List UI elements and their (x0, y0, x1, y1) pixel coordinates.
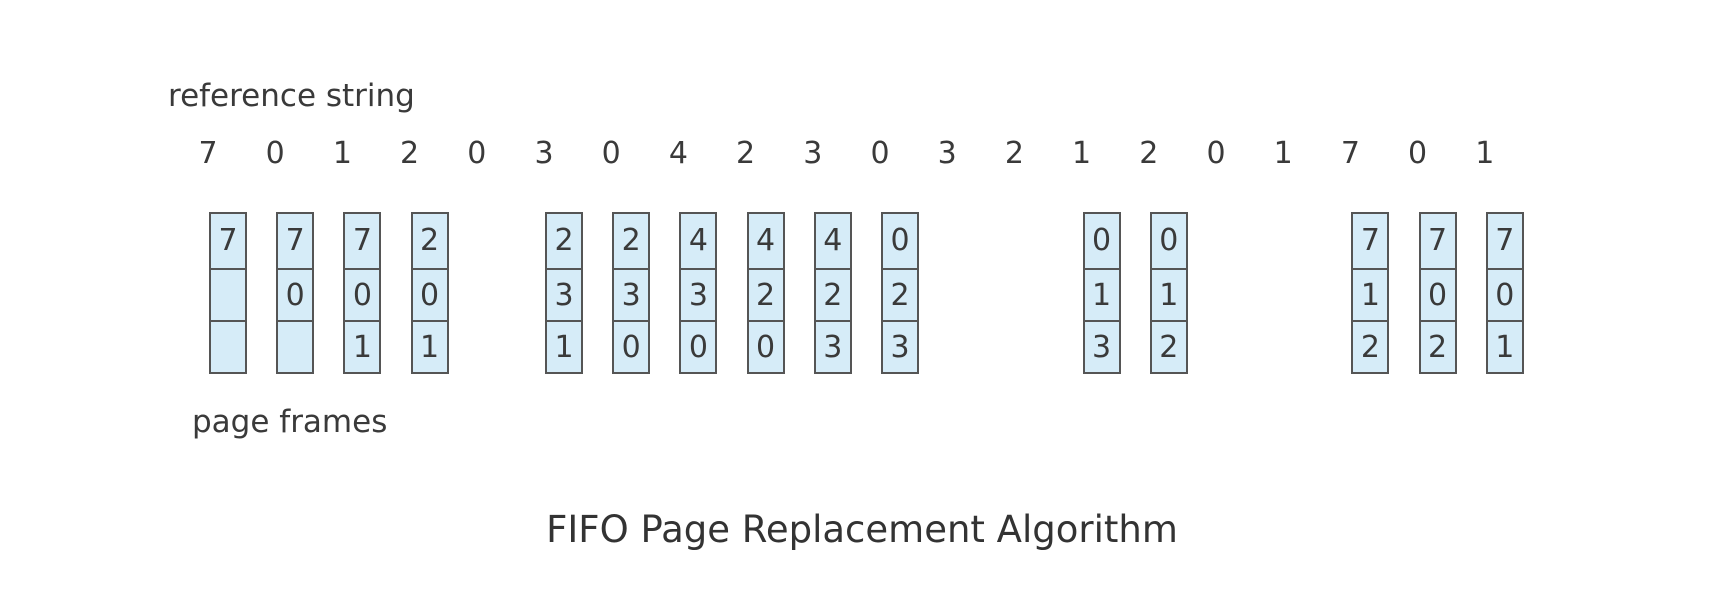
frame-cell: 4 (823, 223, 843, 258)
frame-cell: 2 (815, 268, 850, 321)
diagram-caption: FIFO Page Replacement Algorithm (546, 508, 1178, 551)
reference-digit: 0 (265, 136, 285, 171)
reference-digit: 0 (1408, 136, 1428, 171)
frame-cell: 3 (815, 320, 850, 374)
frame-cell: 0 (1092, 223, 1112, 258)
reference-string-label: reference string (168, 78, 415, 114)
frame-cell (211, 320, 245, 374)
frame-cell: 0 (1420, 268, 1455, 321)
frame-cell: 0 (890, 223, 910, 258)
frame-cell: 7 (1495, 223, 1515, 258)
frame-cell: 1 (1487, 320, 1522, 374)
frame-cell: 7 (1428, 223, 1448, 258)
reference-digit: 0 (467, 136, 487, 171)
reference-digit: 4 (668, 136, 688, 171)
page-frames-label: page frames (192, 404, 388, 440)
frame-cell: 2 (748, 268, 783, 321)
reference-digit: 3 (534, 136, 554, 171)
reference-digit: 0 (601, 136, 621, 171)
reference-digit: 2 (1004, 136, 1024, 171)
frame-cell (211, 268, 245, 321)
frame-cell: 2 (621, 223, 641, 258)
frame-cell: 1 (1084, 268, 1119, 321)
reference-digit: 1 (1072, 136, 1092, 171)
frame-cell: 2 (1151, 320, 1186, 374)
reference-digit: 0 (870, 136, 890, 171)
frame-cell: 2 (883, 268, 917, 321)
frame-cell: 1 (345, 320, 380, 374)
reference-digit: 2 (400, 136, 420, 171)
frame-cell: 0 (1487, 268, 1522, 321)
frame-cell: 1 (1353, 268, 1388, 321)
reference-string-row: 7 0 1 2 0 3 0 4 2 3 0 3 2 1 2 0 1 7 0 1 (0, 136, 1724, 176)
frame-cell: 1 (1151, 268, 1186, 321)
reference-digit: 7 (1340, 136, 1360, 171)
reference-digit: 1 (1273, 136, 1293, 171)
frame-cell: 0 (278, 268, 313, 321)
frame-cell: 0 (748, 320, 783, 374)
frame-cell: 7 (218, 223, 238, 258)
reference-digit: 1 (332, 136, 352, 171)
frame-cell: 2 (1353, 320, 1388, 374)
reference-digit: 7 (198, 136, 218, 171)
frame-cell: 2 (554, 223, 574, 258)
reference-digit: 3 (803, 136, 823, 171)
frame-cell: 7 (352, 223, 372, 258)
reference-digit: 2 (736, 136, 756, 171)
frame-cell: 4 (756, 223, 776, 258)
frame-cell: 3 (1084, 320, 1119, 374)
frame-cell: 0 (681, 320, 716, 374)
frame-cell: 0 (1159, 223, 1179, 258)
frame-cell: 2 (420, 223, 440, 258)
frame-cell: 3 (547, 268, 581, 321)
frame-cell: 3 (883, 320, 917, 374)
frame-cell: 1 (547, 320, 581, 374)
reference-digit: 3 (937, 136, 957, 171)
frame-cell: 0 (412, 268, 447, 321)
frame-cell: 4 (688, 223, 708, 258)
frame-cell (278, 320, 313, 374)
reference-digit: 0 (1206, 136, 1226, 171)
frame-cell: 7 (1360, 223, 1380, 258)
frame-cell: 2 (1420, 320, 1455, 374)
frame-cell: 1 (412, 320, 447, 374)
frame-cell: 3 (681, 268, 716, 321)
reference-digit: 2 (1139, 136, 1159, 171)
frame-cell: 3 (614, 268, 649, 321)
frame-cell: 0 (614, 320, 649, 374)
frame-cell: 0 (345, 268, 380, 321)
reference-digit: 1 (1475, 136, 1495, 171)
frame-stack: 7 (209, 212, 247, 374)
frame-cell: 7 (285, 223, 305, 258)
